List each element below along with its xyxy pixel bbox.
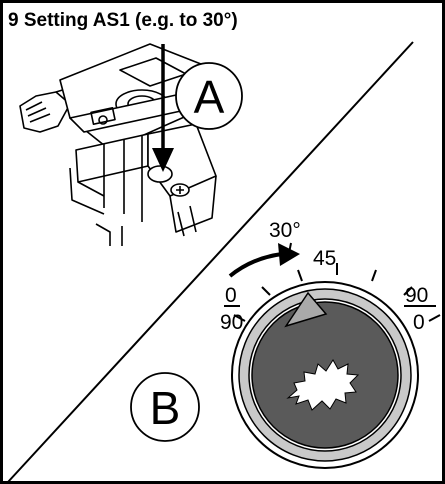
mark-45: 45	[313, 247, 336, 270]
step-title: 9 Setting AS1 (e.g. to 30°)	[8, 10, 238, 31]
dial-center-burst	[286, 359, 360, 411]
left-scale-bottom: 90	[220, 311, 243, 334]
tick-30	[287, 242, 292, 259]
right-scale-bottom: 0	[413, 311, 425, 334]
callout-b-label: B	[150, 382, 181, 434]
right-scale-top: 90	[405, 284, 428, 307]
panel-divider	[7, 41, 414, 483]
callout-a-label: A	[194, 71, 225, 123]
setting-dial	[231, 281, 419, 469]
dial-pointer	[284, 291, 328, 328]
callout-b: B	[130, 372, 200, 442]
left-scale-top: 0	[225, 284, 237, 307]
setting-label-30: 30°	[269, 219, 301, 242]
callout-a: A	[175, 62, 243, 130]
down-arrow-icon	[152, 44, 174, 172]
dial-scale-ticks	[233, 263, 441, 322]
